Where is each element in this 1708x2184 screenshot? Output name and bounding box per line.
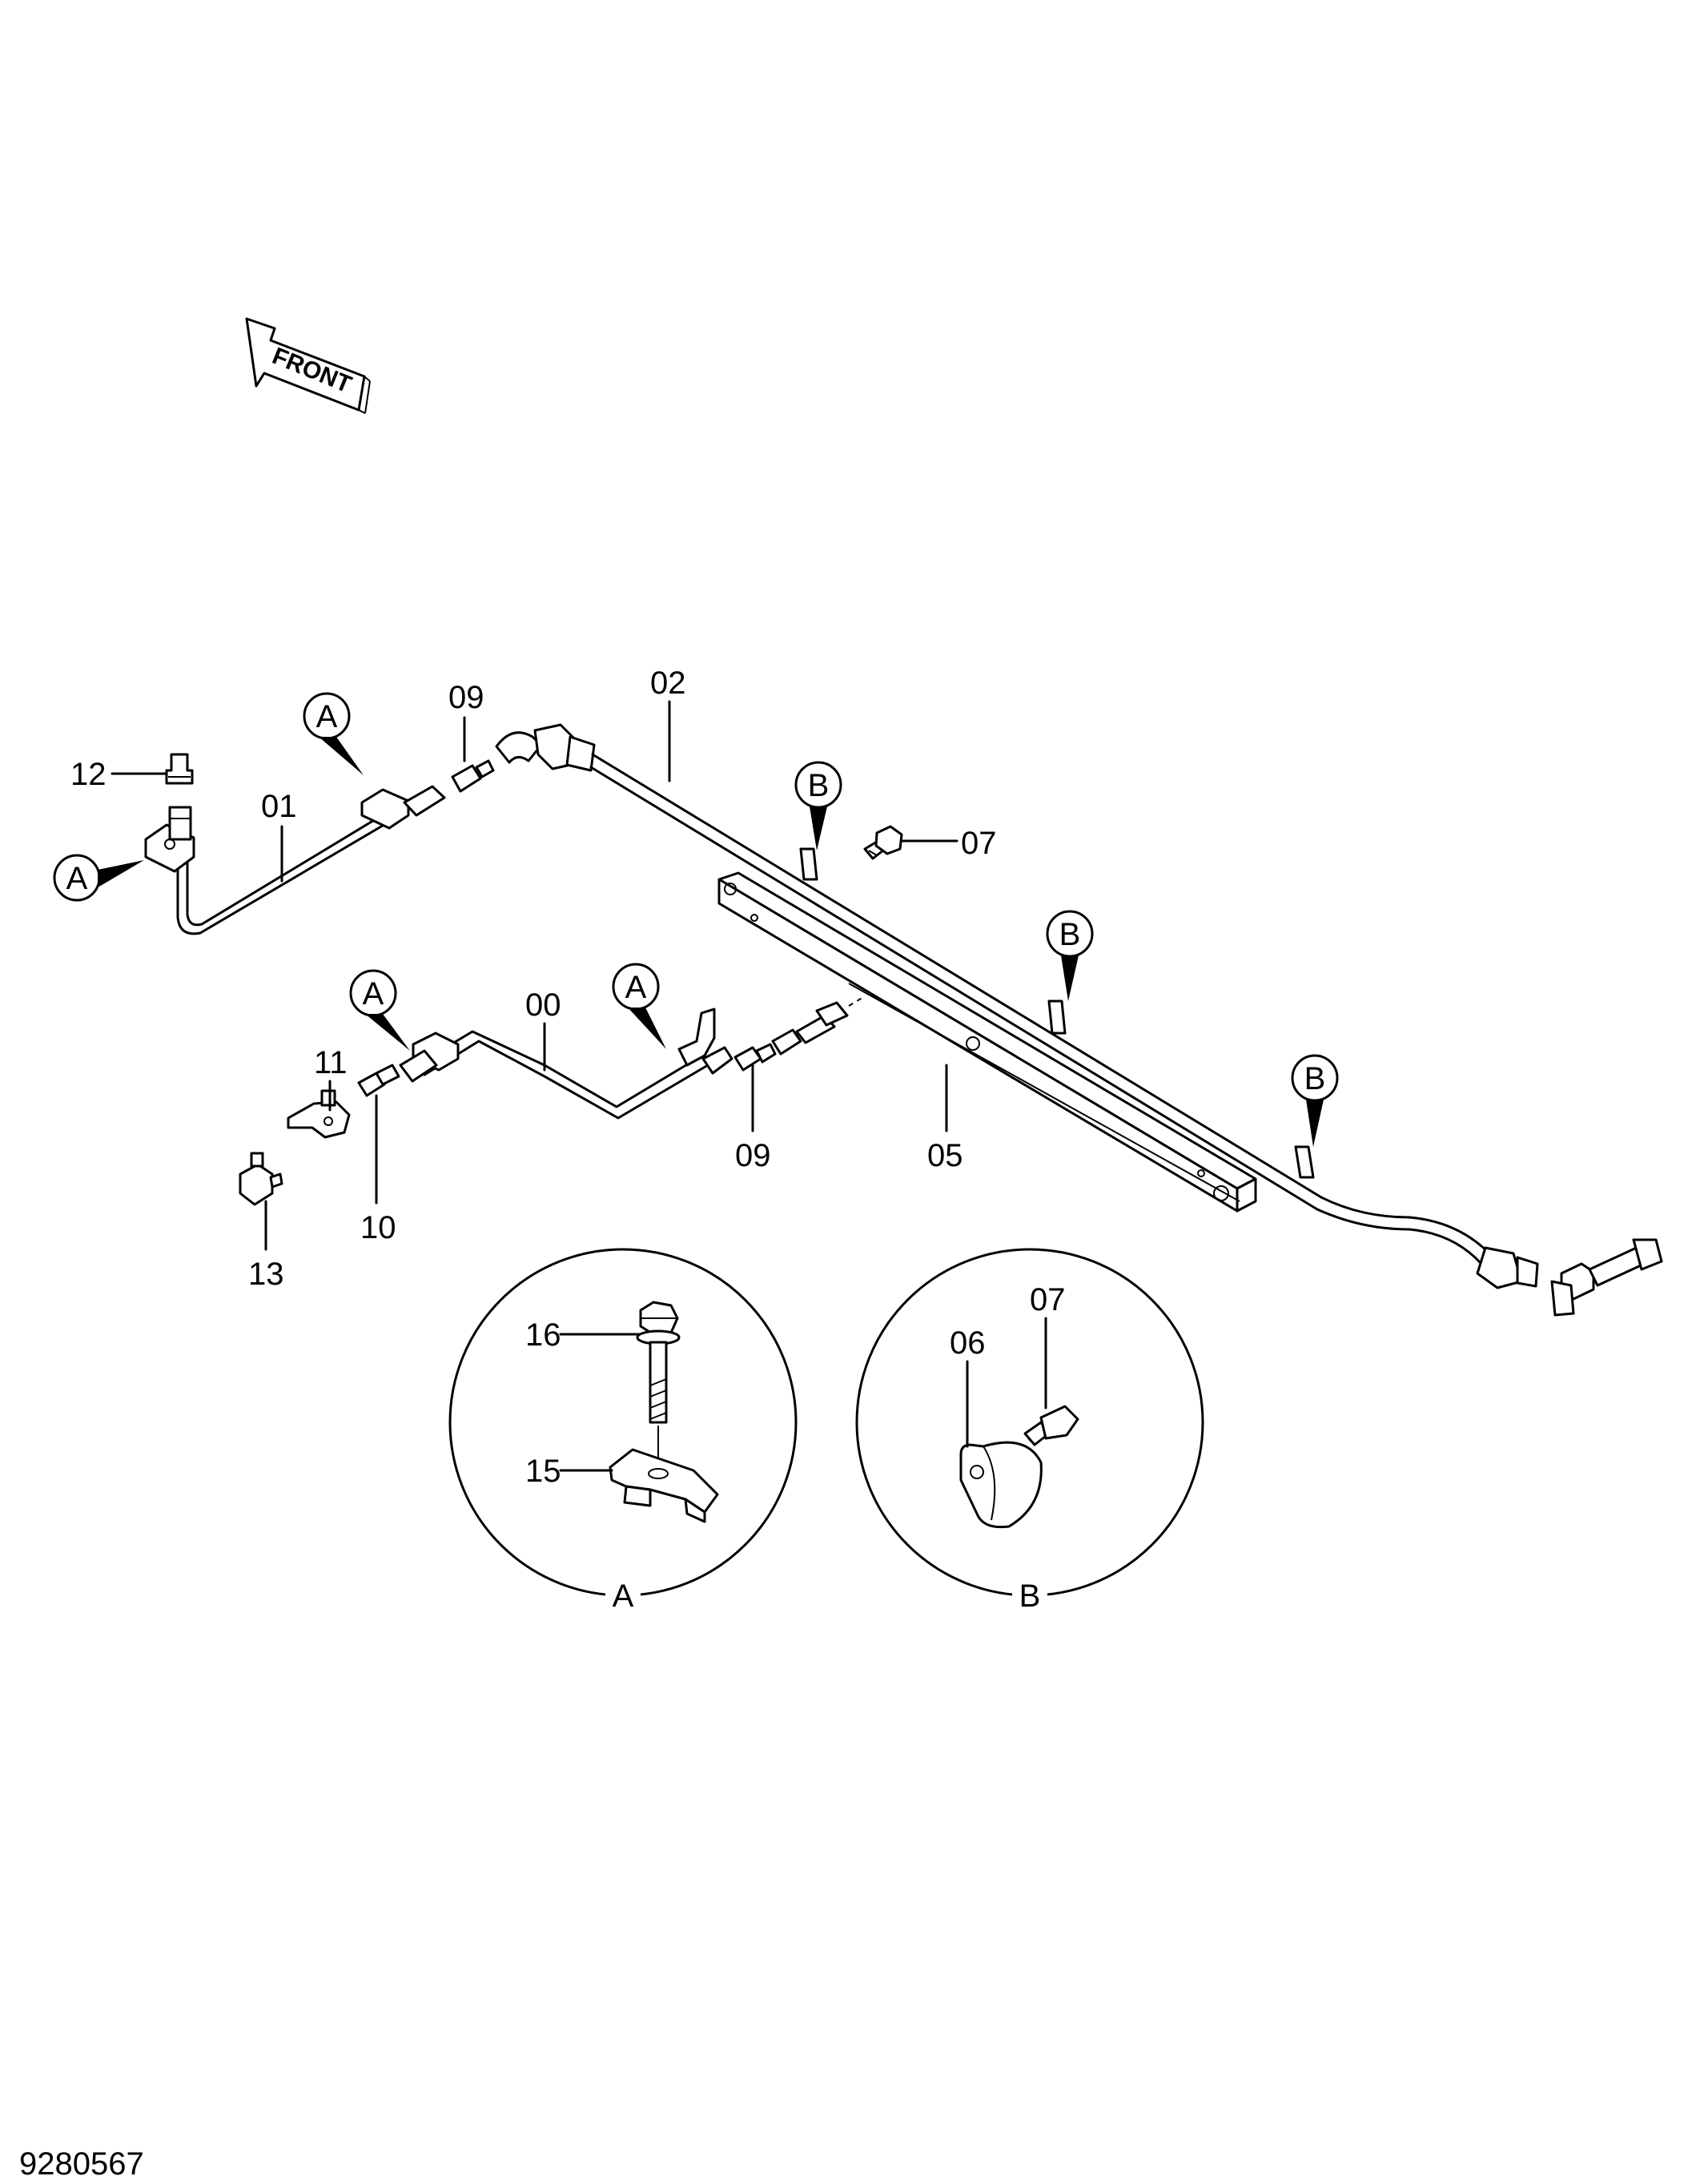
callout-01: 01 bbox=[261, 789, 297, 824]
callout-10: 10 bbox=[360, 1210, 396, 1245]
callout-09-upper: 09 bbox=[448, 680, 484, 715]
callout-06: 06 bbox=[950, 1325, 986, 1361]
screw-07 bbox=[863, 825, 903, 860]
callout-15: 15 bbox=[525, 1454, 561, 1489]
svg-text:B: B bbox=[1304, 1061, 1326, 1096]
callout-07: 07 bbox=[961, 826, 997, 861]
svg-text:A: A bbox=[363, 976, 384, 1012]
document-id: 9280567 bbox=[19, 2146, 144, 2182]
callout-02: 02 bbox=[650, 666, 686, 701]
svg-text:A: A bbox=[66, 861, 88, 896]
pipe-02 bbox=[495, 723, 1663, 1317]
svg-text:B: B bbox=[1059, 917, 1081, 952]
ref-bubble-a4: A bbox=[612, 963, 666, 1049]
svg-text:A: A bbox=[316, 699, 338, 734]
ref-bubble-a3: A bbox=[349, 969, 410, 1051]
detail-b: B 06 07 bbox=[855, 1248, 1204, 1614]
svg-text:B: B bbox=[808, 768, 830, 803]
ref-bubble-a2: A bbox=[53, 854, 144, 902]
detail-a: A 16 15 bbox=[448, 1248, 798, 1614]
ref-bubble-b3: B bbox=[1291, 1054, 1339, 1147]
callout-16: 16 bbox=[525, 1317, 561, 1353]
front-arrow: FRONT bbox=[245, 317, 371, 414]
callout-11: 11 bbox=[314, 1045, 348, 1080]
ref-bubble-b2: B bbox=[1046, 910, 1094, 1001]
callout-09-lower: 09 bbox=[735, 1138, 771, 1173]
callout-07-detail: 07 bbox=[1030, 1282, 1066, 1317]
detail-a-caption: A bbox=[613, 1579, 634, 1614]
ref-bubble-a1: A bbox=[303, 692, 364, 775]
ref-bubble-b1: B bbox=[794, 761, 842, 851]
pipe-01-assembly bbox=[144, 753, 495, 935]
callout-05: 05 bbox=[927, 1138, 963, 1173]
detail-b-caption: B bbox=[1019, 1579, 1041, 1614]
svg-text:A: A bbox=[625, 970, 647, 1005]
bracket-05 bbox=[717, 871, 1257, 1213]
callout-13: 13 bbox=[248, 1257, 284, 1292]
callout-12: 12 bbox=[70, 757, 106, 792]
pipe-00-assembly bbox=[239, 995, 866, 1206]
leader-lines bbox=[111, 700, 958, 1251]
callout-00: 00 bbox=[525, 987, 561, 1023]
